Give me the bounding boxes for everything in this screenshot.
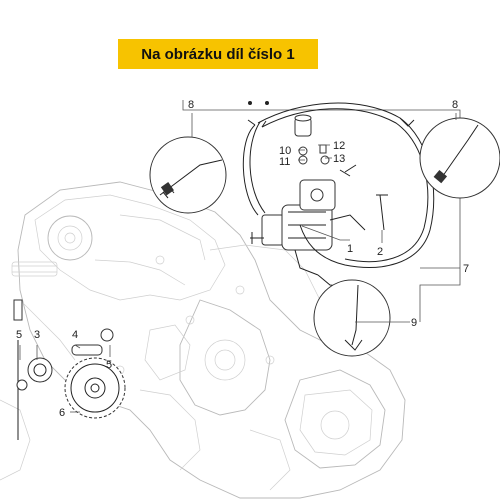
engine-outline-icon: [0, 181, 406, 499]
callout-13: 13: [333, 153, 345, 165]
callout-6: 6: [59, 407, 65, 419]
callout-9: 9: [411, 317, 417, 329]
callout-2: 2: [377, 246, 383, 258]
leader-lines: [19, 113, 460, 413]
gear-icon: [13, 299, 126, 440]
marker-dot: [265, 101, 269, 105]
callout-7: 7: [463, 263, 469, 275]
banner-text: Na obrázku díl číslo 1: [141, 45, 295, 63]
marker-dot: [248, 101, 252, 105]
callout-labels: 1 2 3 4 5 5 6 7 8 8 9 10 11 12 13: [16, 99, 469, 419]
cable-tie-icon: [149, 117, 500, 357]
starter-motor-icon: [250, 179, 366, 276]
callout-8-left: 8: [188, 99, 194, 111]
callout-3: 3: [34, 329, 40, 341]
callout-11: 11: [279, 156, 290, 168]
callout-8-right: 8: [452, 99, 458, 111]
callout-5-left: 5: [16, 329, 22, 341]
hardware-parts: [294, 114, 388, 231]
callout-5-right: 5: [106, 359, 112, 371]
cable-harness-icon: [242, 102, 435, 289]
callout-4: 4: [72, 329, 78, 341]
callout-1: 1: [347, 243, 353, 255]
callout-10: 10: [279, 145, 291, 157]
callout-12: 12: [333, 140, 345, 152]
part-banner: Na obrázku díl číslo 1: [118, 39, 318, 69]
